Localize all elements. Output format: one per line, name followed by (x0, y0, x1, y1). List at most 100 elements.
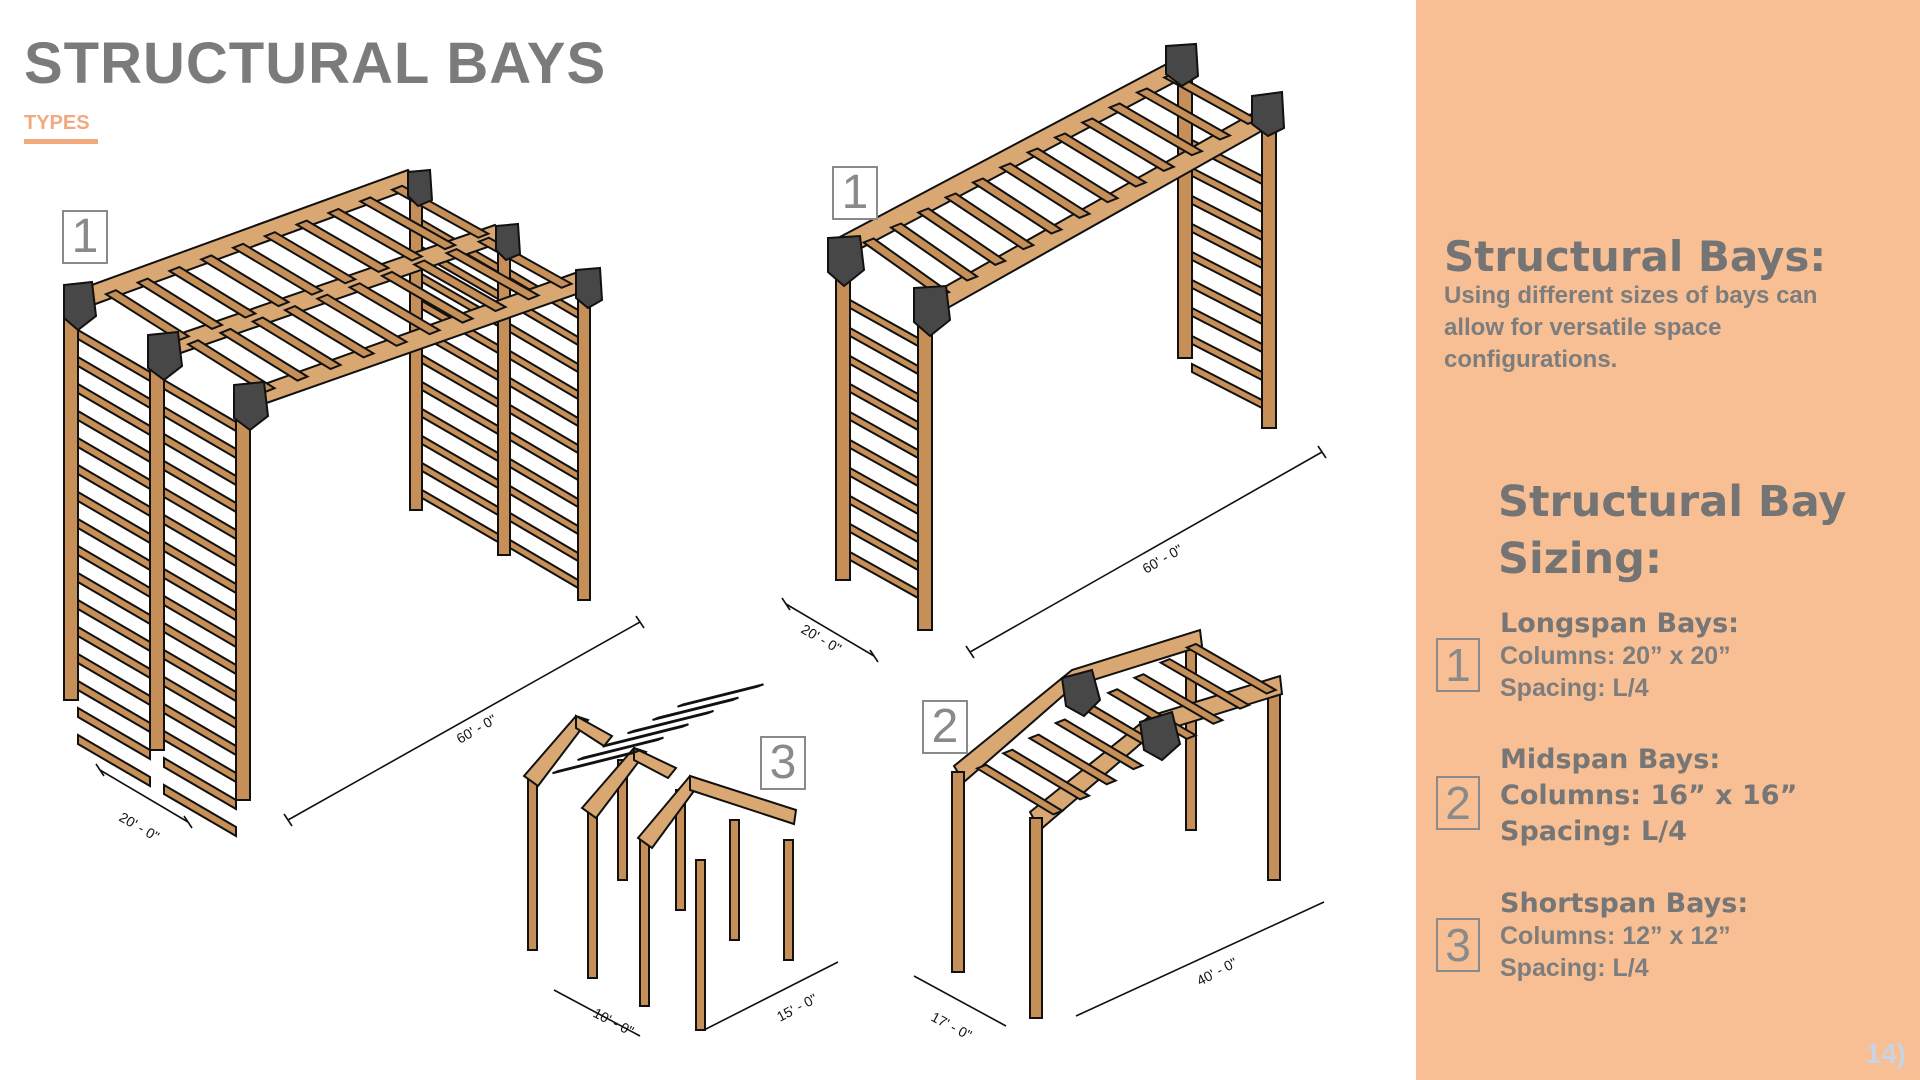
ladder-rung (163, 432, 237, 487)
column-cap (827, 234, 866, 288)
bay-columns: Columns: 20” x 20” (1500, 642, 1731, 670)
rafter (970, 177, 1064, 235)
page-number: 14) (1865, 1038, 1906, 1069)
ladder-rung (849, 494, 919, 544)
ladder-rung (849, 410, 919, 460)
column-cap (495, 222, 522, 262)
gable-rafter (575, 714, 614, 748)
column-cap (913, 284, 952, 338)
ladder-rung (509, 349, 579, 401)
ladder-rung (421, 488, 499, 544)
front-ladder-rungs (849, 298, 919, 600)
ladder-rung (509, 322, 579, 374)
gable-rafter (689, 774, 798, 826)
ladder-rung (163, 540, 237, 595)
rafter (218, 327, 310, 382)
rafter (379, 270, 475, 324)
rafter (943, 192, 1036, 251)
column (639, 835, 650, 1007)
ladder-rung (421, 353, 499, 409)
rafter (974, 763, 1065, 816)
drawing-label-2: 2 (922, 700, 968, 754)
ladder-rung (77, 463, 151, 518)
ladder-rung (421, 380, 499, 436)
ladder-rung (1191, 334, 1263, 382)
column-cap (233, 380, 270, 432)
ladder-rung (509, 511, 579, 563)
ladder-rung (77, 571, 151, 626)
ladder-rung (509, 538, 579, 590)
shortspan-bay-drawing: 10' - 0" 15' - 0" (522, 683, 839, 1039)
front-column (951, 771, 965, 973)
rafter (315, 293, 409, 347)
column-cap (147, 330, 184, 382)
rafter (294, 219, 391, 274)
page-title: STRUCTURAL BAYS (24, 31, 607, 96)
beam-splice-cap (1138, 710, 1182, 762)
rafter (1001, 748, 1092, 801)
dimension-lines (781, 445, 1327, 663)
rafter (1107, 102, 1205, 157)
dimension-length: 60' - 0" (454, 711, 500, 747)
front-column-right (917, 299, 933, 631)
column-cap (575, 266, 604, 310)
ladder-rung (1191, 222, 1263, 270)
front-column-left (63, 299, 79, 701)
dimension-width: 20' - 0" (799, 621, 845, 657)
ladder-rung (77, 733, 151, 788)
ladder-rung (77, 382, 151, 437)
rafter (916, 207, 1008, 266)
ladder-rung (163, 405, 237, 460)
rafter (552, 749, 639, 775)
bay-name: Shortspan Bays: (1500, 888, 1749, 919)
ladder-rung (77, 517, 151, 572)
gable-rafter (633, 746, 678, 780)
ladder-rung (77, 598, 151, 653)
subtitle-underline (24, 139, 98, 144)
ladder-rung (163, 729, 237, 784)
ladder-rung (163, 594, 237, 649)
ladder-rung (849, 438, 919, 488)
rafter (262, 231, 358, 285)
ladder-rung (421, 434, 499, 490)
ladder-rung (163, 648, 237, 703)
rafter (1080, 117, 1176, 172)
back-column (729, 819, 740, 941)
column (695, 859, 706, 1031)
ladder-rung (849, 466, 919, 516)
dimension-length: 60' - 0" (1140, 541, 1186, 577)
rafter (1053, 718, 1145, 771)
rafter (1027, 733, 1118, 786)
ladder-rung (77, 436, 151, 491)
front-column-right (235, 399, 251, 801)
ladder-rung (1191, 194, 1263, 242)
bay-number: 1 (1436, 638, 1480, 692)
column-cap (407, 168, 434, 208)
rafter (347, 282, 442, 336)
page-subtitle: TYPES (24, 112, 90, 134)
ladder-rung (849, 298, 919, 348)
dimension-width: 20' - 0" (117, 809, 163, 845)
ladder-rung (77, 652, 151, 707)
longspan-bay-drawing-b: 20' - 0" 60' - 0" (781, 42, 1327, 663)
ladder-rung (849, 522, 919, 572)
front-column (1029, 817, 1043, 1019)
ladder-rung (421, 461, 499, 517)
ladder-rung (849, 382, 919, 432)
drawing-label-3: 3 (760, 736, 806, 790)
drawing-label-1: 1 (832, 166, 878, 220)
ladder-rung (509, 484, 579, 536)
bay-spacing: Spacing: L/4 (1500, 674, 1649, 702)
ladder-rung (849, 354, 919, 404)
bay-name: Longspan Bays: (1500, 608, 1739, 639)
bay-number: 3 (1436, 918, 1480, 972)
beam-splice-cap (1060, 668, 1102, 718)
bay-spacing: Spacing: L/4 (1500, 816, 1687, 847)
dimension-lines (913, 901, 1325, 1027)
ladder-rung (77, 625, 151, 680)
sizing-heading: Structural Bay Sizing: (1498, 477, 1847, 584)
bay-name: Midspan Bays: (1500, 744, 1721, 775)
back-column (783, 839, 794, 961)
rafter (1184, 642, 1278, 695)
rafter (1025, 147, 1120, 204)
